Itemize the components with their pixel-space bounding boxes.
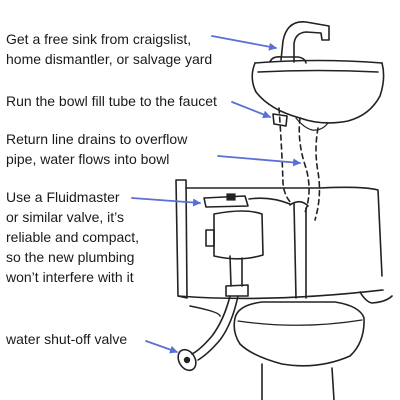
- arrow-shutoff: [145, 340, 178, 354]
- faucet: [269, 21, 330, 64]
- fluidmaster-valve: [203, 193, 291, 297]
- sink-basin: [251, 59, 385, 131]
- annotation-valve-line-1: Use a Fluidmaster: [6, 189, 120, 205]
- overflow-pipe: [289, 200, 309, 299]
- annotation-return-line: Return line drains to overflow pipe, wat…: [6, 129, 187, 169]
- annotation-valve-line-5: won’t interfere with it: [6, 269, 134, 285]
- annotation-shutoff-line-1: water shut-off valve: [6, 331, 128, 347]
- return-line: [298, 117, 321, 221]
- annotation-valve-line-3: reliable and compact,: [6, 229, 140, 245]
- annotation-return-line-line-2: pipe, water flows into bowl: [6, 151, 170, 167]
- arrow-fill-tube: [231, 101, 271, 119]
- fill-tube: [278, 107, 293, 205]
- annotation-valve: Use a Fluidmaster or similar valve, it’s…: [6, 187, 139, 287]
- shutoff-valve-drawing: [177, 348, 197, 372]
- annotation-fill-tube-line-1: Run the bowl fill tube to the faucet: [6, 93, 217, 109]
- supply-line: [191, 295, 239, 361]
- annotation-return-line-line-1: Return line drains to overflow: [6, 131, 188, 147]
- arrow-return-line: [217, 155, 301, 167]
- fill-tube-clip: [272, 113, 288, 127]
- annotation-sink-line-1: Get a free sink from craigslist,: [6, 31, 192, 47]
- arrow-sink: [211, 35, 277, 51]
- annotation-fill-tube: Run the bowl fill tube to the faucet: [6, 91, 217, 111]
- annotation-shutoff: water shut-off valve: [6, 329, 127, 349]
- toilet-bowl: [233, 301, 365, 400]
- toilet-tank: [175, 179, 393, 317]
- annotation-sink-line-2: home dismantler, or salvage yard: [6, 51, 213, 67]
- callout-arrows: [131, 35, 301, 354]
- arrow-valve: [131, 197, 201, 207]
- annotation-valve-line-4: so the new plumbing: [6, 249, 135, 265]
- annotation-sink: Get a free sink from craigslist, home di…: [6, 29, 212, 69]
- annotation-valve-line-2: or similar valve, it’s: [6, 209, 124, 225]
